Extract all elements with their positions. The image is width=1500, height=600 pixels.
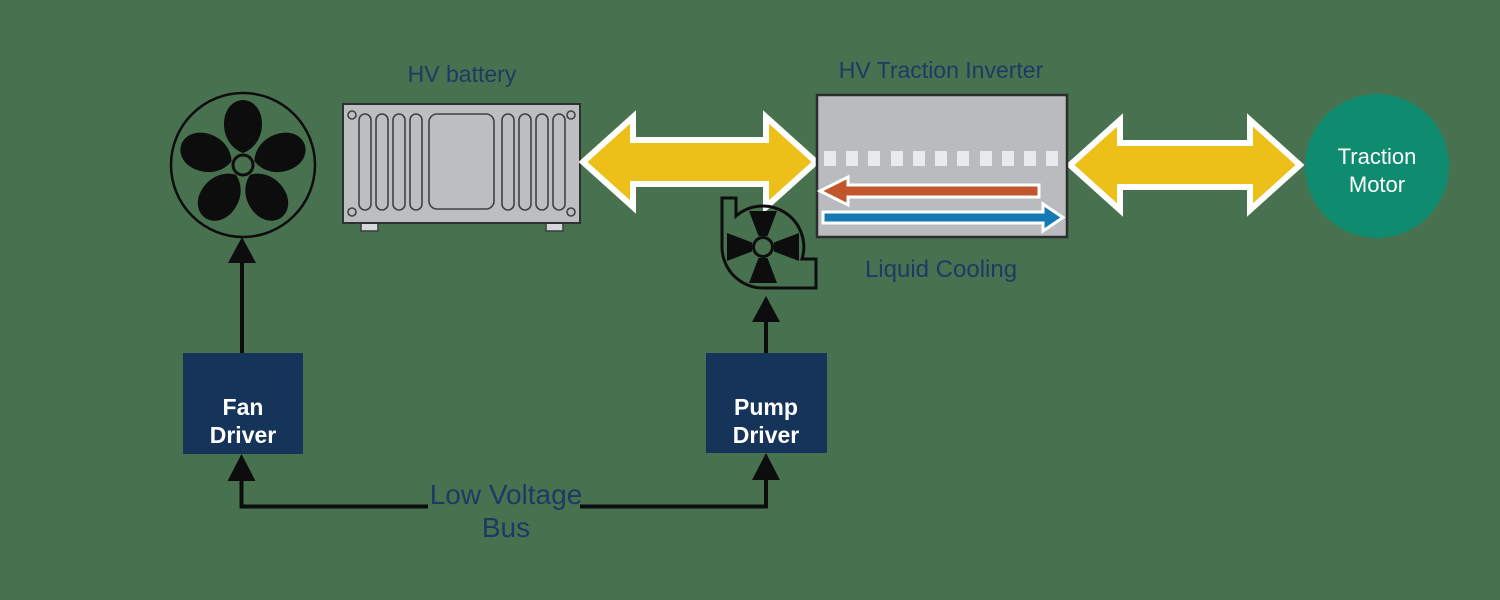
traction-motor-label-line1: Traction xyxy=(1338,144,1417,169)
up-arrowhead-icon xyxy=(227,454,256,481)
coolant-hot-arrow-icon xyxy=(816,174,1041,208)
coolant-cold-arrow-icon xyxy=(821,201,1066,234)
fan-driver-label-line1: Fan xyxy=(223,394,264,420)
battery-vent-slat xyxy=(501,113,515,211)
centrifugal-pump-icon xyxy=(720,196,818,290)
battery-screw-icon xyxy=(347,207,357,217)
connector-arrows xyxy=(227,237,780,509)
double-arrow-icon-inverter-motor xyxy=(1065,113,1305,217)
inverter-cell-row xyxy=(824,151,1058,166)
hv-battery-icon xyxy=(342,103,581,232)
hv-traction-inverter-label: HV Traction Inverter xyxy=(839,57,1044,83)
hv-battery-label: HV battery xyxy=(408,61,517,87)
fan-hub xyxy=(231,153,255,177)
up-arrowhead-icon xyxy=(752,296,780,322)
battery-vent-slat xyxy=(552,113,566,211)
battery-vent-slat xyxy=(392,113,406,211)
traction-motor-circle: Traction Motor xyxy=(1305,94,1449,238)
up-arrowhead-icon xyxy=(752,453,780,480)
battery-screw-icon xyxy=(566,110,576,120)
bus-to-fan-driver-line xyxy=(239,481,428,509)
fan-icon xyxy=(169,91,317,239)
traction-motor-label-line2: Motor xyxy=(1349,172,1405,197)
up-arrowhead-icon xyxy=(228,237,256,263)
battery-center-panel xyxy=(428,113,495,210)
fan-driver-box: Fan Driver xyxy=(183,353,303,454)
battery-vent-slat xyxy=(518,113,532,211)
low-voltage-bus-label-line2: Bus xyxy=(482,512,530,543)
fan-blades xyxy=(180,100,306,221)
pump-driver-box: Pump Driver xyxy=(706,353,827,453)
pump-driver-label-line1: Pump xyxy=(734,394,798,420)
fan-driver-label-line2: Driver xyxy=(210,422,277,448)
hv-traction-inverter-icon xyxy=(815,93,1069,239)
battery-vent-slat xyxy=(409,113,423,211)
battery-screw-icon xyxy=(347,110,357,120)
pump-casing xyxy=(720,196,818,290)
pump-hub xyxy=(752,236,774,258)
fan-ring xyxy=(169,91,317,239)
motor-body xyxy=(1305,94,1449,238)
pump-impeller xyxy=(727,211,799,283)
battery-vent-slat xyxy=(375,113,389,211)
battery-vent-slat xyxy=(358,113,372,211)
battery-vent-slat xyxy=(535,113,549,211)
bus-to-pump-driver-line xyxy=(580,480,768,509)
liquid-cooling-label: Liquid Cooling xyxy=(865,256,1017,283)
pump-driver-label-line2: Driver xyxy=(733,422,800,448)
battery-screw-icon xyxy=(566,207,576,217)
low-voltage-bus-label-line1: Low Voltage xyxy=(430,479,583,510)
battery-body xyxy=(342,103,581,224)
